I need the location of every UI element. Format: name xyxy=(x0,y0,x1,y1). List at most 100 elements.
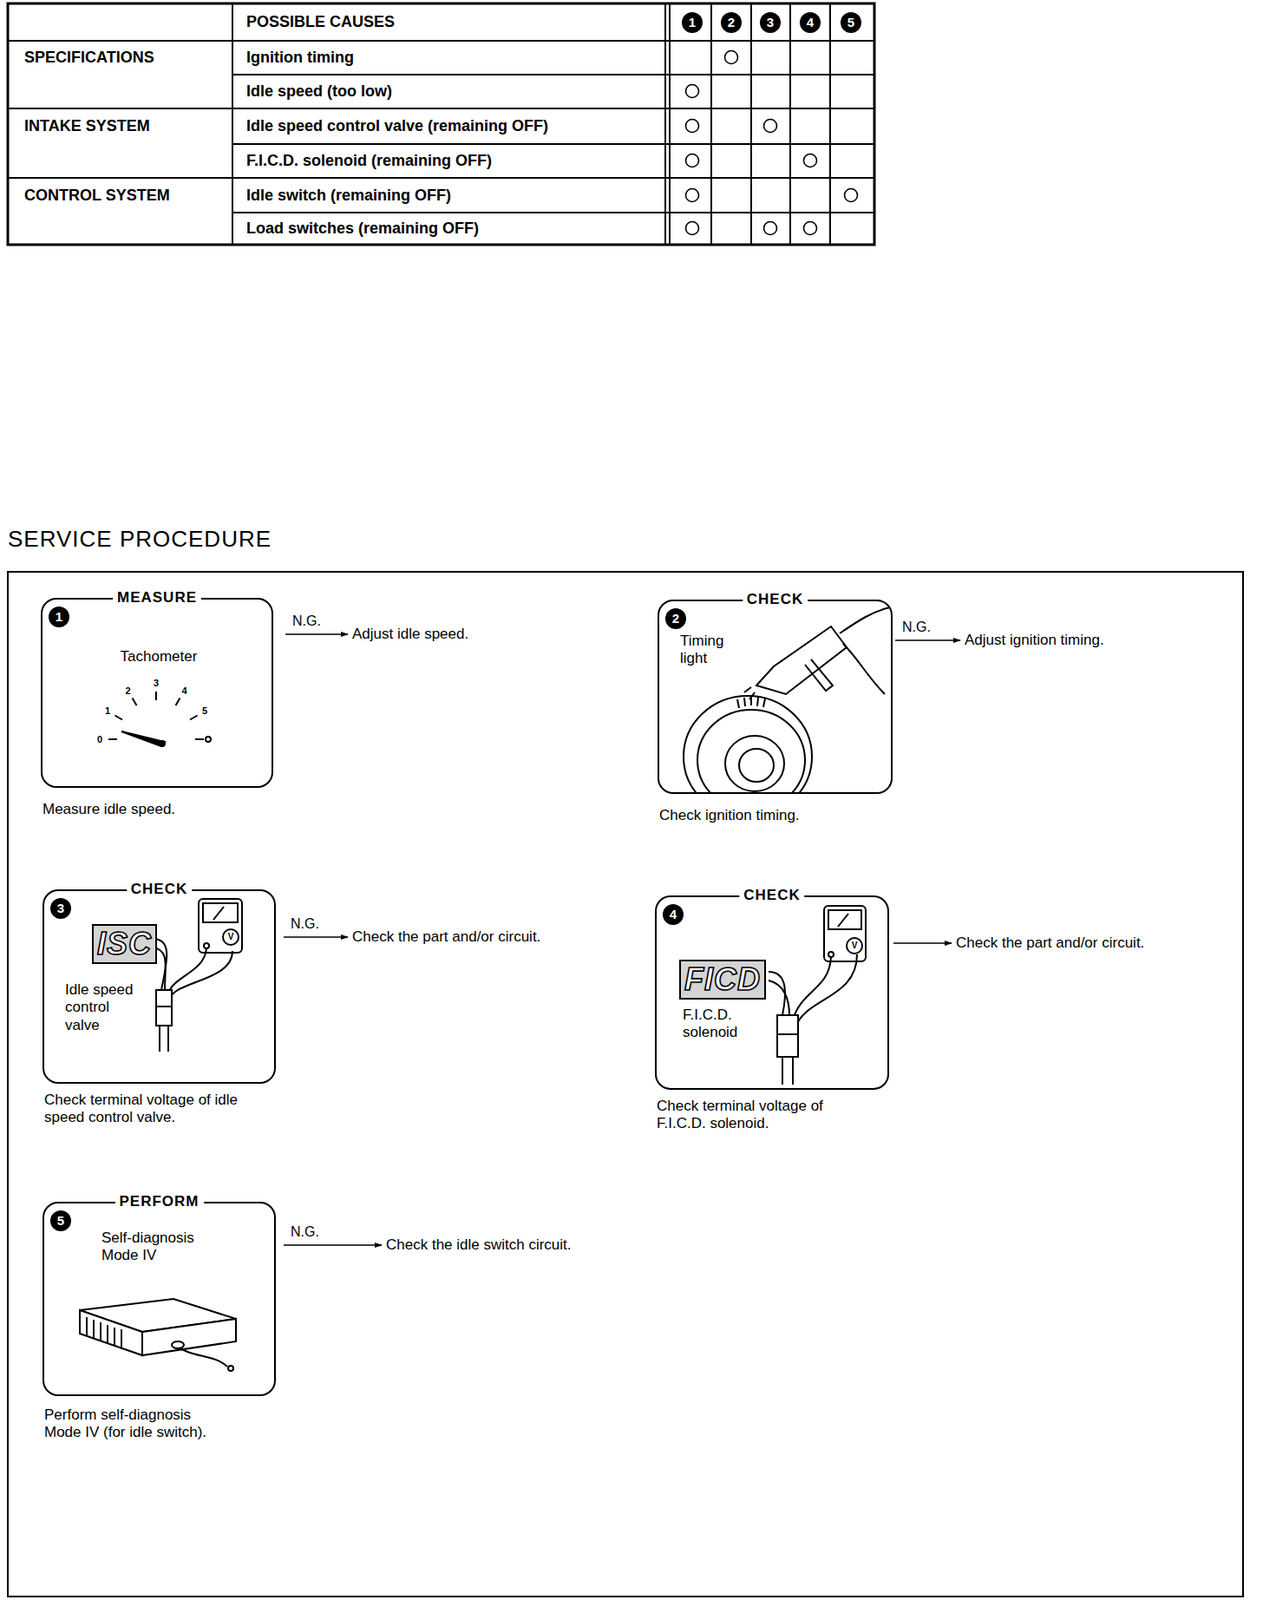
column-number: 3 xyxy=(759,12,781,33)
dial-number: 5 xyxy=(202,706,208,716)
edge-label: N.G. xyxy=(288,916,321,932)
part-label: Self-diagnosis Mode IV xyxy=(101,1229,216,1265)
isc-wiring-part xyxy=(156,1005,172,1008)
part-label: Idle speed control valve xyxy=(65,981,148,1034)
cause-mark xyxy=(686,154,700,168)
dial-number: 0 xyxy=(97,734,103,745)
section-title: SERVICE PROCEDURE xyxy=(7,525,272,553)
control-unit-part xyxy=(113,1327,116,1347)
control-unit-part xyxy=(171,1341,184,1349)
tachometer-dial-part xyxy=(195,738,204,740)
tachometer-dial-part xyxy=(108,738,118,740)
ficd-wiring-part xyxy=(796,954,858,1026)
table-cell: SPECIFICATIONS xyxy=(24,40,155,75)
part-logo: FICD xyxy=(679,959,766,1000)
crank-pulley-part xyxy=(739,748,774,782)
table-cell: Idle speed control valve (remaining OFF) xyxy=(246,108,549,144)
voltmeter-part xyxy=(222,929,239,945)
table-border xyxy=(7,3,875,245)
arrow-connector xyxy=(283,1243,382,1246)
voltmeter-part xyxy=(203,942,210,949)
control-unit-part xyxy=(92,1319,95,1339)
control-unit-part xyxy=(106,1324,109,1344)
table-rule xyxy=(232,211,875,214)
ficd-wiring-part xyxy=(781,1056,784,1085)
step-box: CHECK2Timing lightCheck ignition timing. xyxy=(657,599,893,794)
table-rule xyxy=(829,3,832,245)
table-rule xyxy=(664,3,667,245)
timing-light-part xyxy=(756,626,847,694)
step-box: PERFORM5Self-diagnosis Mode IVPerform se… xyxy=(42,1201,276,1396)
ficd-wiring-part xyxy=(768,980,790,1015)
part-label: Timing light xyxy=(680,632,743,668)
table-cell: F.I.C.D. solenoid (remaining OFF) xyxy=(246,143,492,178)
timing-light-part xyxy=(839,607,890,634)
voltmeter-part xyxy=(828,951,834,957)
crank-pulley-part xyxy=(683,695,812,792)
crank-pulley-part xyxy=(757,697,759,707)
edge-label: N.G. xyxy=(900,619,933,635)
cause-mark xyxy=(686,222,700,236)
step-caption: Check terminal voltage of idle speed con… xyxy=(44,1091,262,1127)
crank-pulley-part xyxy=(697,709,805,792)
control-unit-part xyxy=(99,1321,102,1342)
cause-mark xyxy=(804,222,818,236)
control-unit xyxy=(79,1298,236,1371)
table-rule xyxy=(232,73,875,76)
step-number: 5 xyxy=(50,1210,72,1231)
ficd-wiring-part xyxy=(777,1014,799,1057)
voltmeter-part xyxy=(846,937,863,954)
step-box: CHECK4FICDF.I.C.D. solenoidCheck termina… xyxy=(654,895,890,1090)
step-heading: CHECK xyxy=(739,886,805,904)
timing-light-part xyxy=(744,687,752,693)
action-text: Adjust ignition timing. xyxy=(964,631,1105,649)
action-text: Check the part and/or circuit. xyxy=(352,928,541,946)
action-text: Check the idle switch circuit. xyxy=(386,1236,572,1254)
table-cell: CONTROL SYSTEM xyxy=(24,177,171,213)
cause-table xyxy=(7,3,875,245)
column-number: 2 xyxy=(720,12,742,33)
tachometer-dial xyxy=(108,691,211,747)
table-rule xyxy=(710,3,713,245)
step-heading: PERFORM xyxy=(115,1192,204,1211)
step-caption: Check ignition timing. xyxy=(659,806,885,825)
column-number: 1 xyxy=(681,12,703,33)
crank-pulley xyxy=(683,695,812,792)
arrow-connector xyxy=(283,935,348,938)
part-logo: ISC xyxy=(91,923,158,964)
dial-number: 4 xyxy=(181,686,187,696)
control-unit-part xyxy=(142,1318,236,1355)
isc-wiring-part xyxy=(156,989,172,1026)
table-rule xyxy=(232,143,875,145)
table-rule xyxy=(750,3,753,245)
timing-light xyxy=(744,607,890,700)
cause-mark xyxy=(764,222,778,236)
timing-light-part xyxy=(843,643,885,694)
cause-mark xyxy=(686,119,700,133)
action-text: Adjust ignition timing. xyxy=(964,631,1105,649)
isc-wiring xyxy=(152,938,233,1052)
action-text: Check the idle switch circuit. xyxy=(386,1236,572,1254)
arrow-connector xyxy=(895,639,961,642)
crank-pulley-part xyxy=(744,697,746,707)
cause-mark xyxy=(764,119,778,133)
action-text: Check the part and/or circuit. xyxy=(955,934,1145,952)
meter-symbol: V xyxy=(228,932,235,942)
action-text: Check the part and/or circuit. xyxy=(955,934,1145,952)
ficd-wiring-part xyxy=(768,971,786,1015)
tachometer-dial-part xyxy=(205,736,211,742)
table-rule xyxy=(789,3,792,245)
step-number: 4 xyxy=(662,903,684,925)
tachometer-dial-part xyxy=(189,715,198,720)
voltmeter xyxy=(198,898,243,953)
edge-label: N.G. xyxy=(290,613,323,629)
action-text: Adjust idle speed. xyxy=(352,625,469,643)
table-rule xyxy=(7,107,875,110)
table-cell: Idle switch (remaining OFF) xyxy=(246,177,452,213)
cause-mark xyxy=(686,85,700,99)
table-rule xyxy=(7,176,875,179)
tachometer-dial-part xyxy=(132,697,138,706)
